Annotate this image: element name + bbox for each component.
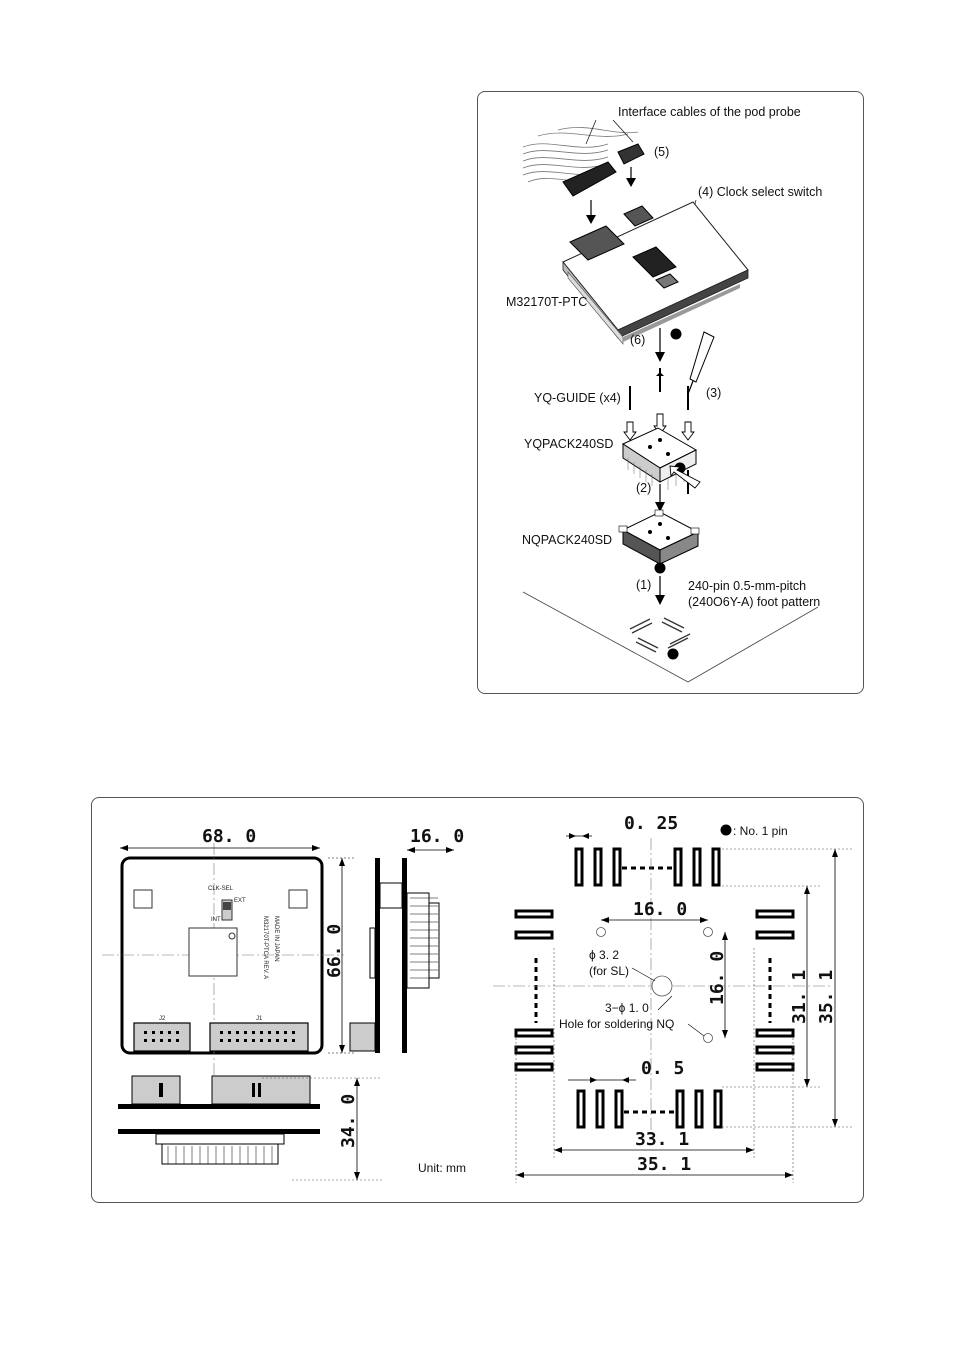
step3-label: (3) xyxy=(706,386,721,400)
assembly-diagram: Interface cables of the pod probe (5) (4… xyxy=(506,105,822,683)
yqpack-label: YQPACK240SD xyxy=(524,437,613,451)
dim-inner-v xyxy=(722,885,822,1088)
assembly-figure-panel: Interface cables of the pod probe (5) (4… xyxy=(477,91,864,694)
cable-connector-large xyxy=(562,161,617,197)
connector-j1 xyxy=(209,1022,309,1052)
dimension-drawing: INT EXT CLK-SEL M32170T-PTCA REV. A MADE… xyxy=(102,813,852,1183)
unit-label: Unit: mm xyxy=(418,1161,466,1175)
dim-pad-width-label: 0. 25 xyxy=(624,813,678,834)
hole-sl-desc: (for SL) xyxy=(589,964,629,978)
dim-pad-pitch xyxy=(568,1077,636,1083)
dim-inner-h-label: 33. 1 xyxy=(635,1129,689,1150)
board-side-view xyxy=(349,858,440,1053)
yqpack-socket xyxy=(621,427,698,490)
pin1-marker-board xyxy=(670,328,682,340)
dim-depth-label: 34. 0 xyxy=(338,1094,359,1148)
interface-cables-label: Interface cables of the pod probe xyxy=(618,105,801,119)
pin1-marker-nqpack xyxy=(654,562,666,574)
hole-nq-label: 3−ϕ 1. 0 xyxy=(605,1001,649,1015)
dim-width-label: 68. 0 xyxy=(202,826,256,847)
dim-width xyxy=(120,845,320,851)
dim-outer-v-label: 35. 1 xyxy=(816,970,837,1024)
foot-pattern xyxy=(514,847,795,1129)
yq-guide-label: YQ-GUIDE (x4) xyxy=(534,391,621,405)
cable-connector-small xyxy=(617,143,645,165)
screwdriver-tool xyxy=(687,331,715,395)
nqpack-label: NQPACK240SD xyxy=(522,533,612,547)
connector-j2 xyxy=(133,1022,191,1052)
yq-guide-pins xyxy=(629,368,689,494)
dim-outer-h-label: 35. 1 xyxy=(637,1154,691,1175)
dim-inner-h xyxy=(553,948,755,1158)
step5-label: (5) xyxy=(654,145,669,159)
m32170t-ptc-board xyxy=(562,201,749,345)
pin1-legend-dot xyxy=(720,824,732,836)
j2-label: J2 xyxy=(159,1016,166,1022)
step2-label: (2) xyxy=(636,481,651,495)
interface-cables xyxy=(522,127,639,183)
silk-origin-text: MADE IN JAPAN xyxy=(273,916,279,962)
step6-label: (6) xyxy=(630,333,645,347)
dim-outer-v xyxy=(722,848,852,1128)
dim-thickness xyxy=(407,847,454,853)
switch-ext-label: EXT xyxy=(234,898,246,904)
j1-label: J1 xyxy=(256,1016,263,1022)
board-top-view: INT EXT CLK-SEL M32170T-PTCA REV. A MADE… xyxy=(102,843,344,1083)
step1-label: (1) xyxy=(636,578,651,592)
dim-outer-h xyxy=(515,1038,794,1183)
dim-thickness-label: 16. 0 xyxy=(410,826,464,847)
switch-int-label: INT xyxy=(211,917,221,923)
dim-hole-span-h xyxy=(601,917,708,923)
foot-pattern-label-1: 240-pin 0.5-mm-pitch xyxy=(688,579,806,593)
foot-pattern-label-2: (240O6Y-A) foot pattern xyxy=(688,595,820,609)
dimension-figure-panel: INT EXT CLK-SEL M32170T-PTCA REV. A MADE… xyxy=(91,797,864,1203)
pin1-legend-label: : No. 1 pin xyxy=(733,824,788,838)
board-label: M32170T-PTC xyxy=(506,295,587,309)
dim-hole-span-h-label: 16. 0 xyxy=(633,899,687,920)
dim-hole-span-v-label: 16. 0 xyxy=(707,951,728,1005)
nqpack-socket xyxy=(618,509,700,565)
hole-sl-label: ϕ 3. 2 xyxy=(589,948,619,962)
pattern-ellipsis xyxy=(534,866,772,1114)
dim-height xyxy=(328,857,354,1054)
dim-depth xyxy=(354,1078,360,1180)
pin1-marker-pcb xyxy=(667,648,679,660)
dim-pad-pitch-label: 0. 5 xyxy=(641,1058,684,1079)
dim-pad-width xyxy=(566,833,592,839)
hole-nq-desc: Hole for soldering NQ xyxy=(559,1017,674,1031)
board-front-view xyxy=(118,1075,382,1181)
silk-model-text: M32170T-PTCA REV. A xyxy=(262,916,268,979)
dim-height-label: 66. 0 xyxy=(324,924,345,978)
dim-inner-v-label: 31. 1 xyxy=(789,970,810,1024)
mounting-holes xyxy=(596,927,713,1043)
clock-switch-label: (4) Clock select switch xyxy=(698,185,822,199)
target-pcb-plane xyxy=(522,591,819,683)
switch-name-label: CLK-SEL xyxy=(208,886,234,892)
dim-hole-span-v xyxy=(722,932,728,1038)
diagonal-arrow xyxy=(669,465,701,489)
